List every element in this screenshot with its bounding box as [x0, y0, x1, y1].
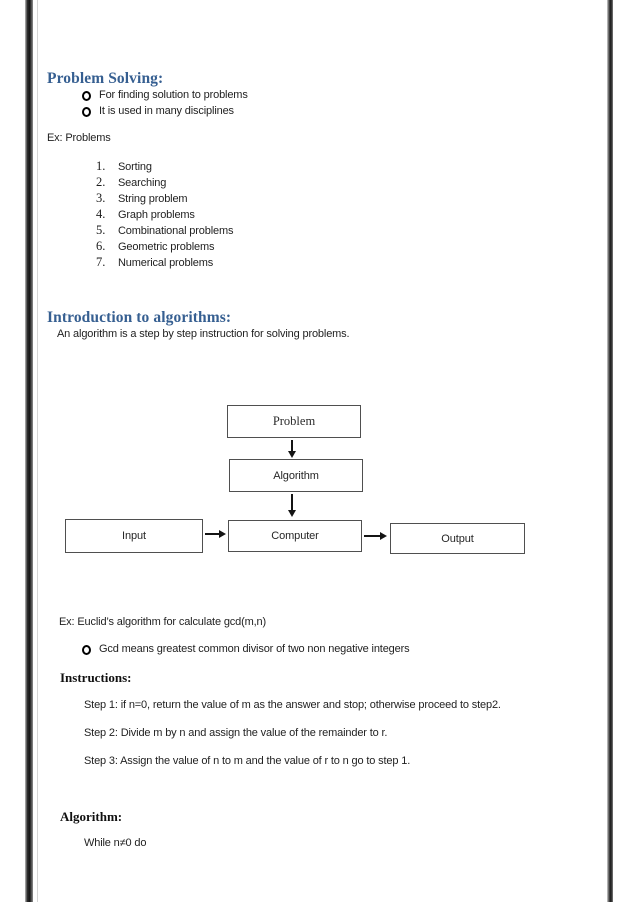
list-number: 2.	[96, 175, 106, 189]
algorithm-heading: Algorithm:	[60, 809, 123, 824]
heading-problem-solving: Problem Solving:	[47, 70, 164, 87]
list-label: String problem	[118, 193, 188, 205]
introduction-body: An algorithm is a step by step instructi…	[57, 328, 350, 340]
list-item: 6. Geometric problems	[96, 239, 214, 254]
arrow-line	[291, 440, 293, 451]
heading-introduction: Introduction to algorithms:	[47, 309, 232, 326]
bullet-item: For finding solution to problems	[82, 89, 248, 102]
list-number: 5.	[96, 223, 106, 237]
page-border-left	[25, 0, 33, 902]
list-number: 6.	[96, 239, 106, 253]
bullet-text: Gcd means greatest common divisor of two…	[99, 643, 410, 655]
circle-bullet-icon	[82, 644, 91, 655]
list-item: 1. Sorting	[96, 159, 152, 174]
page-border-right	[607, 0, 613, 902]
arrow-line	[291, 494, 293, 510]
arrow-down-icon	[287, 510, 296, 517]
step-2: Step 2: Divide m by n and assign the val…	[84, 727, 388, 739]
bullet-item: Gcd means greatest common divisor of two…	[82, 643, 410, 656]
bullet-text: For finding solution to problems	[99, 89, 248, 101]
arrow-right-icon	[380, 531, 387, 540]
node-label: Input	[122, 530, 146, 542]
list-label: Numerical problems	[118, 257, 214, 269]
list-item: 3. String problem	[96, 191, 188, 206]
example-label: Ex: Problems	[47, 132, 111, 144]
list-item: 7. Numerical problems	[96, 255, 213, 270]
circle-bullet-icon	[82, 106, 91, 117]
arrow-line	[205, 533, 220, 535]
list-number: 1.	[96, 159, 106, 173]
list-item: 2. Searching	[96, 175, 166, 190]
flowchart-node-output: Output	[390, 523, 525, 554]
algorithm-while-line: While n≠0 do	[84, 837, 147, 849]
list-item: 4. Graph problems	[96, 207, 195, 222]
arrow-line	[364, 535, 381, 537]
step-1: Step 1: if n=0, return the value of m as…	[84, 699, 501, 711]
arrow-right-icon	[219, 529, 226, 538]
list-label: Searching	[118, 177, 167, 189]
list-label: Sorting	[118, 161, 152, 173]
node-label: Algorithm	[273, 469, 319, 482]
page-border-left-inner	[37, 0, 38, 902]
step-3: Step 3: Assign the value of n to m and t…	[84, 755, 411, 767]
euclid-example: Ex: Euclid’s algorithm for calculate gcd…	[59, 616, 267, 628]
list-number: 4.	[96, 207, 106, 221]
bullet-item: It is used in many disciplines	[82, 105, 234, 118]
list-number: 7.	[96, 255, 106, 269]
flowchart-node-algorithm: Algorithm	[229, 459, 363, 492]
list-label: Combinational problems	[118, 225, 234, 237]
node-label: Output	[441, 532, 474, 545]
flowchart-node-input: Input	[65, 519, 203, 553]
list-label: Graph problems	[118, 209, 195, 221]
arrow-down-icon	[287, 451, 296, 458]
node-label: Problem	[272, 414, 316, 428]
node-label: Computer	[271, 530, 319, 542]
flowchart-node-problem: Problem	[227, 405, 361, 438]
circle-bullet-icon	[82, 90, 91, 101]
list-number: 3.	[96, 191, 106, 205]
bullet-text: It is used in many disciplines	[99, 105, 234, 117]
instructions-heading: Instructions:	[60, 670, 132, 685]
list-item: 5. Combinational problems	[96, 223, 233, 238]
list-label: Geometric problems	[118, 241, 215, 253]
flowchart-node-computer: Computer	[228, 520, 362, 552]
